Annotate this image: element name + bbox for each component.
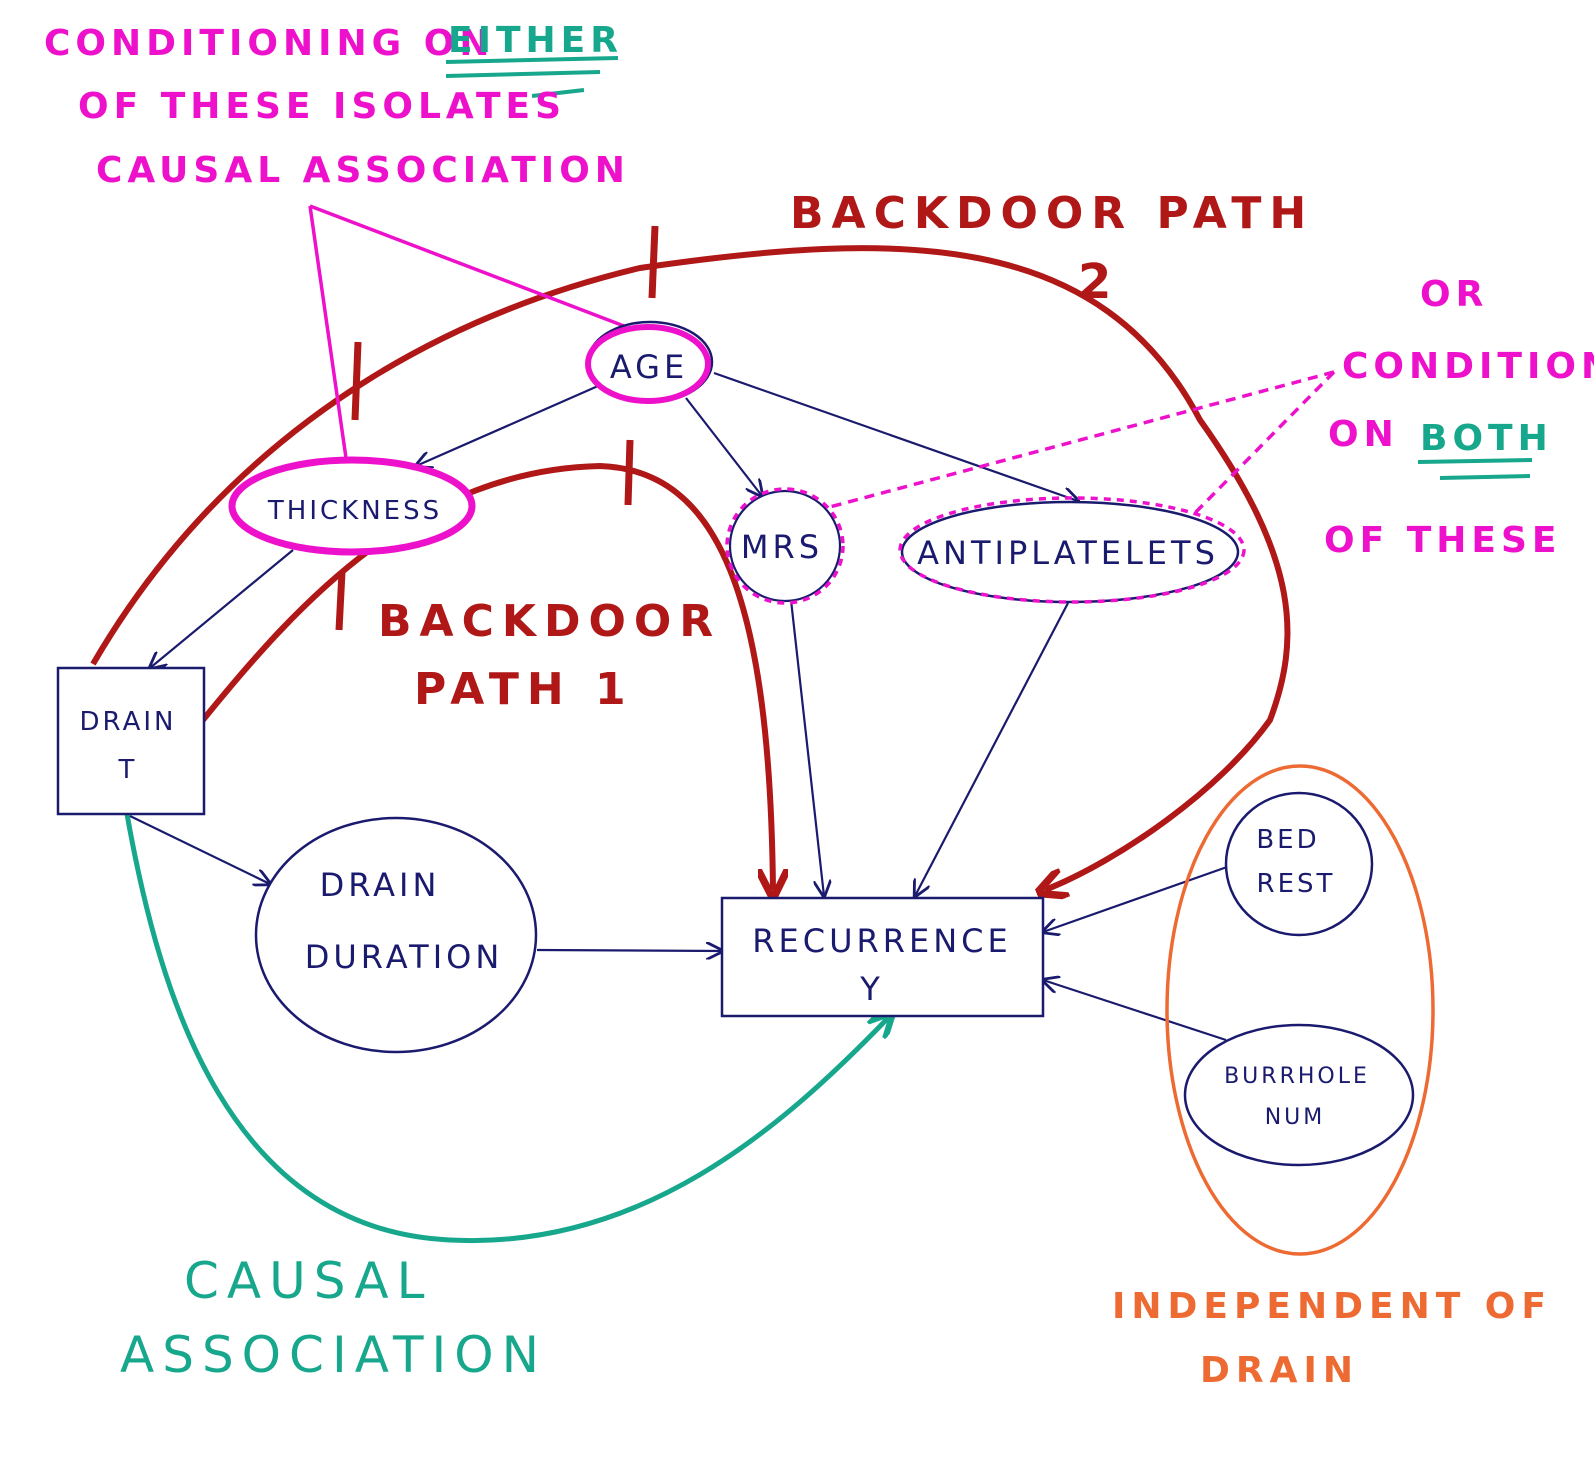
either-underline-3 bbox=[531, 88, 585, 98]
annotation-conditioning-either: CONDITIONING ON EITHER OF THESE ISOLATES… bbox=[44, 20, 630, 191]
backdoor-path-1-curve bbox=[200, 462, 773, 890]
conditioning-text-3: CAUSAL ASSOCIATION bbox=[96, 150, 630, 191]
conditioning-text-2: OF THESE ISOLATES bbox=[78, 86, 566, 127]
independent-group-ellipse bbox=[1165, 764, 1435, 1256]
conditioning-text-1b: EITHER bbox=[448, 20, 623, 61]
backdoor1-text-1: BACKDOOR bbox=[378, 596, 721, 647]
causal-association-curve bbox=[124, 813, 888, 1244]
independent-text-1: INDEPENDENT OF bbox=[1112, 1286, 1552, 1327]
node-recurrence[interactable]: RECURRENCE Y bbox=[720, 896, 1045, 1018]
or-text-4: OF THESE bbox=[1324, 520, 1562, 561]
or-text-1: OR bbox=[1420, 274, 1488, 315]
node-burrhole-label-2: NUM bbox=[1265, 1105, 1326, 1130]
conditioning-text-1a: CONDITIONING ON bbox=[44, 23, 494, 64]
either-underline-1 bbox=[445, 56, 619, 64]
node-drain-label-2: T bbox=[118, 755, 138, 785]
node-antiplatelets[interactable]: ANTIPLATELETS bbox=[898, 496, 1246, 604]
node-thickness-label: THICKNESS bbox=[267, 496, 442, 526]
backdoor-path-2-curve bbox=[90, 245, 1291, 890]
node-age[interactable]: AGE bbox=[585, 320, 714, 404]
annotation-causal-association: CAUSAL ASSOCIATION bbox=[120, 1252, 547, 1384]
node-mrs[interactable]: MRS bbox=[725, 487, 845, 605]
node-drain-treatment[interactable]: DRAIN T bbox=[56, 666, 206, 816]
backdoor2-text-1: BACKDOOR PATH bbox=[790, 188, 1314, 239]
annotation-backdoor-path-1: BACKDOOR PATH 1 bbox=[378, 596, 721, 715]
node-drain-duration[interactable]: DRAIN DURATION bbox=[254, 816, 538, 1054]
edge-mrs-recurrence bbox=[789, 599, 824, 896]
or-text-3b: BOTH bbox=[1420, 418, 1553, 459]
edge-drainduration-recurrence bbox=[536, 950, 722, 951]
edge-age-antiplatelets bbox=[713, 371, 1078, 501]
node-antiplatelets-label: ANTIPLATELETS bbox=[917, 534, 1219, 572]
conditioning-pointer-lines bbox=[308, 204, 625, 459]
causal-text-1: CAUSAL bbox=[184, 1252, 432, 1310]
node-burrhole-label-1: BURRHOLE bbox=[1224, 1064, 1370, 1089]
edge-burrhole-recurrence bbox=[1043, 980, 1227, 1042]
node-drain-label-1: DRAIN bbox=[80, 707, 177, 737]
or-text-2: CONDITION bbox=[1342, 346, 1594, 387]
edge-bedrest-recurrence bbox=[1043, 865, 1228, 932]
block-tick-4 bbox=[335, 571, 346, 631]
node-bed-rest-label-2: REST bbox=[1257, 869, 1336, 899]
block-tick-1 bbox=[648, 225, 659, 299]
annotation-condition-both: OR CONDITION ON BOTH OF THESE bbox=[1324, 274, 1594, 561]
annotation-independent-of-drain: INDEPENDENT OF DRAIN bbox=[1112, 1286, 1552, 1391]
both-underline-2 bbox=[1439, 474, 1531, 480]
node-drain-duration-label-1: DRAIN bbox=[320, 866, 441, 904]
block-tick-2 bbox=[351, 341, 362, 421]
edge-age-mrs bbox=[685, 397, 762, 496]
dag-edges bbox=[129, 371, 1228, 1042]
node-bed-rest[interactable]: BED REST bbox=[1224, 791, 1374, 937]
both-underline-1 bbox=[1417, 458, 1533, 464]
either-underline-2 bbox=[445, 70, 601, 78]
node-recurrence-label-2: Y bbox=[859, 970, 884, 1008]
edge-drain-drainduration bbox=[129, 815, 270, 884]
or-text-3a: ON bbox=[1328, 414, 1399, 455]
edge-age-thickness bbox=[416, 384, 599, 466]
edge-antiplatelets-recurrence bbox=[915, 602, 1069, 896]
condition-both-pointer-lines bbox=[825, 370, 1336, 520]
independent-text-2: DRAIN bbox=[1200, 1350, 1359, 1391]
edge-thickness-drain bbox=[150, 549, 294, 668]
node-burrhole-num[interactable]: BURRHOLE NUM bbox=[1183, 1023, 1415, 1167]
node-bed-rest-label-1: BED bbox=[1256, 825, 1319, 855]
node-thickness[interactable]: THICKNESS bbox=[228, 456, 476, 556]
backdoor1-text-2: PATH 1 bbox=[414, 664, 634, 715]
backdoor2-text-2: 2 bbox=[1078, 254, 1119, 310]
node-drain-duration-label-2: DURATION bbox=[305, 938, 504, 976]
block-tick-3 bbox=[624, 439, 634, 506]
node-recurrence-label-1: RECURRENCE bbox=[752, 922, 1011, 960]
node-age-label: AGE bbox=[610, 348, 688, 386]
causal-text-2: ASSOCIATION bbox=[120, 1326, 547, 1384]
annotation-backdoor-path-2: BACKDOOR PATH 2 bbox=[790, 188, 1314, 310]
node-mrs-label: MRS bbox=[741, 528, 823, 566]
